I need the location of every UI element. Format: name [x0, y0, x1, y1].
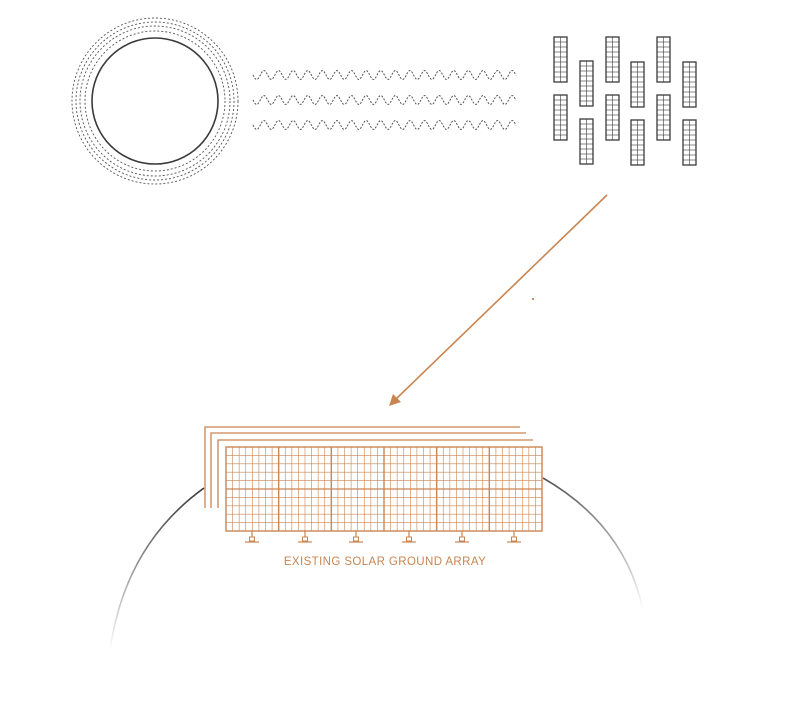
ground-arc-right: [542, 477, 644, 611]
leg-base: [249, 536, 255, 542]
solar-module: [656, 36, 671, 83]
array-support-leg: [455, 531, 469, 543]
leg-base: [302, 536, 308, 542]
ground-arc-left: [109, 487, 205, 651]
solar-module: [630, 61, 645, 108]
solar-module: [553, 94, 568, 141]
array-frame: [217, 439, 533, 508]
sun-halo-ring: [75, 21, 235, 181]
solar-module-icon: [553, 36, 697, 166]
solar-module: [605, 36, 620, 83]
sun-halo-ring: [71, 17, 239, 185]
leg-base: [406, 536, 412, 542]
leg-base: [459, 536, 465, 542]
solar-module: [553, 36, 568, 83]
sun-icon: [71, 17, 239, 185]
array-frame: [210, 432, 526, 508]
sun-disc: [91, 37, 219, 165]
wave-line: [252, 119, 517, 131]
arrow-icon: [389, 194, 608, 406]
array-support-leg: [245, 531, 259, 543]
leg-base: [353, 536, 359, 542]
array-support-leg: [507, 531, 521, 543]
leg-base: [511, 536, 517, 542]
solar-array-icon: [204, 426, 543, 543]
arrow-head: [389, 394, 401, 406]
solar-module: [579, 60, 594, 107]
sun-halo-ring: [84, 30, 226, 172]
solar-module: [682, 61, 697, 108]
radiation-wave-icon: [252, 69, 517, 131]
array-label: EXISTING SOLAR GROUND ARRAY: [283, 556, 487, 568]
arrow-shaft: [395, 194, 608, 400]
solar-module: [579, 118, 594, 165]
solar-module: [605, 94, 620, 141]
array-support-leg: [402, 531, 416, 543]
solar-module: [630, 119, 645, 166]
solar-module: [682, 119, 697, 166]
array-support-leg: [298, 531, 312, 543]
dot-mark: [531, 297, 535, 301]
wave-line: [252, 69, 517, 81]
array-panel-grid: [225, 446, 543, 532]
array-support-leg: [349, 531, 363, 543]
wave-line: [252, 94, 517, 106]
sun-halo-ring: [79, 25, 231, 177]
array-frame: [204, 426, 520, 508]
solar-module: [656, 94, 671, 141]
